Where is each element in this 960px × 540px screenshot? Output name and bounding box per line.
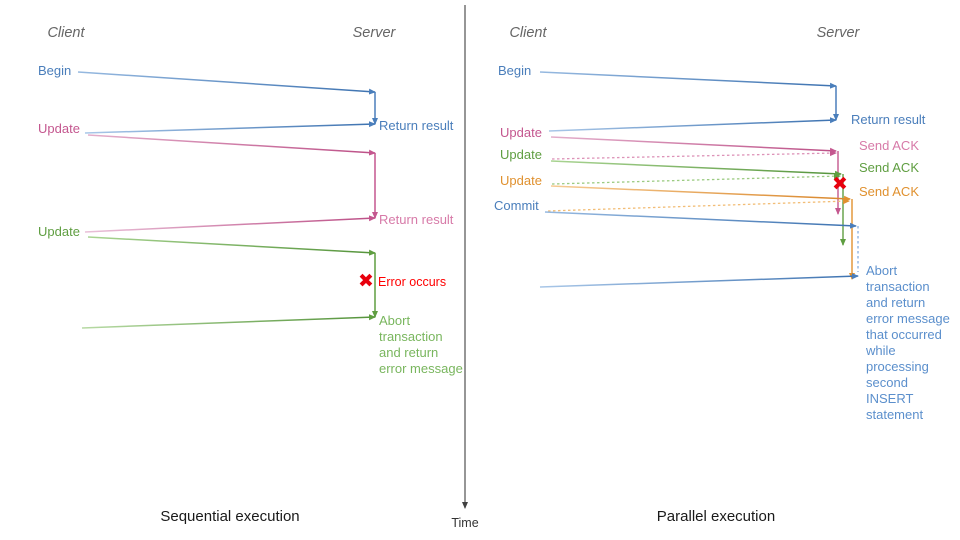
message-send-ack-2-parallel: [551, 173, 841, 185]
arrow-update-3-parallel: [550, 185, 851, 202]
arrow-update-2: [87, 236, 376, 256]
message-label-begin-parallel: Begin: [498, 63, 531, 78]
message-begin-parallel: Begin: [498, 63, 839, 121]
message-begin-sequential: Begin: [38, 63, 378, 125]
lane-header-server-sequential: Server: [353, 25, 397, 41]
arrow-begin-parallel: [539, 71, 837, 89]
message-send-ack-3-parallel: [547, 198, 850, 212]
message-return-result-parallel: Return result: [548, 112, 926, 132]
arrow-update-2-parallel: [550, 160, 842, 177]
arrow-commit-parallel: [544, 211, 857, 229]
error-marker-parallel: ✖: [832, 174, 848, 195]
lane-header-client-sequential: Client: [47, 25, 85, 41]
error-x-icon: ✖: [358, 271, 374, 292]
error-label-sequential: Error occurs: [378, 275, 446, 289]
message-label-update-3-parallel: Update: [500, 173, 542, 188]
message-label-return-result-parallel: Return result: [851, 112, 926, 127]
time-axis-label: Time: [451, 516, 478, 530]
panel-caption-parallel: Parallel execution: [657, 508, 775, 525]
error-x-icon-parallel: ✖: [832, 174, 848, 195]
arrow-return-result-1: [84, 121, 376, 134]
error-marker-sequential: ✖ Error occurs: [358, 271, 446, 292]
message-abort-sequential: Abort transaction and return error messa…: [81, 313, 463, 376]
message-update-1-sequential: Update: [38, 121, 378, 219]
panel-caption-sequential: Sequential execution: [160, 508, 299, 525]
arrow-return-result-2: [84, 215, 376, 233]
message-send-ack-1-parallel: [551, 150, 837, 160]
message-update-1-parallel: Update Send ACK: [500, 125, 919, 215]
arrow-update-1-parallel: [550, 136, 837, 154]
arrow-send-ack-2: [551, 173, 841, 185]
message-label-update-1-parallel: Update: [500, 125, 542, 140]
arrow-return-result-parallel: [548, 117, 837, 132]
message-update-3-parallel: Update Send ACK: [500, 173, 919, 280]
time-axis: Time: [451, 5, 479, 530]
message-label-commit-parallel: Commit: [494, 198, 539, 213]
message-update-2-parallel: Update Send ACK: [500, 147, 919, 246]
arrow-abort-parallel: [539, 273, 859, 288]
message-label-update-1: Update: [38, 121, 80, 136]
message-label-return-result-2: Return result: [379, 212, 454, 227]
arrow-begin: [77, 71, 376, 95]
message-label-update-2-parallel: Update: [500, 147, 542, 162]
message-label-send-ack-1: Send ACK: [859, 138, 919, 153]
panel-parallel: Client Server Begin Return result Update…: [494, 25, 953, 525]
message-label-abort-parallel: Abort transaction and return error messa…: [865, 263, 953, 422]
message-label-return-result-1: Return result: [379, 118, 454, 133]
arrow-update-1: [87, 134, 376, 156]
message-label-update-2: Update: [38, 224, 80, 239]
message-abort-parallel: Abort transaction and return error messa…: [539, 263, 953, 422]
lane-header-server-parallel: Server: [817, 25, 861, 41]
arrow-send-ack-1: [551, 150, 837, 160]
lane-header-client-parallel: Client: [509, 25, 547, 41]
message-update-2-sequential: Update: [38, 224, 378, 318]
message-commit-parallel: Commit: [494, 198, 859, 272]
message-label-abort-sequential: Abort transaction and return error messa…: [379, 313, 463, 376]
message-label-send-ack-2: Send ACK: [859, 160, 919, 175]
message-return-result-1-sequential: Return result: [84, 118, 454, 134]
panel-sequential: Client Server Begin Return result Update…: [38, 25, 463, 525]
arrow-abort-sequential: [81, 314, 376, 329]
message-return-result-2-sequential: Return result: [84, 212, 454, 233]
arrow-send-ack-3: [547, 198, 850, 212]
message-label-send-ack-3: Send ACK: [859, 184, 919, 199]
message-label-begin: Begin: [38, 63, 71, 78]
